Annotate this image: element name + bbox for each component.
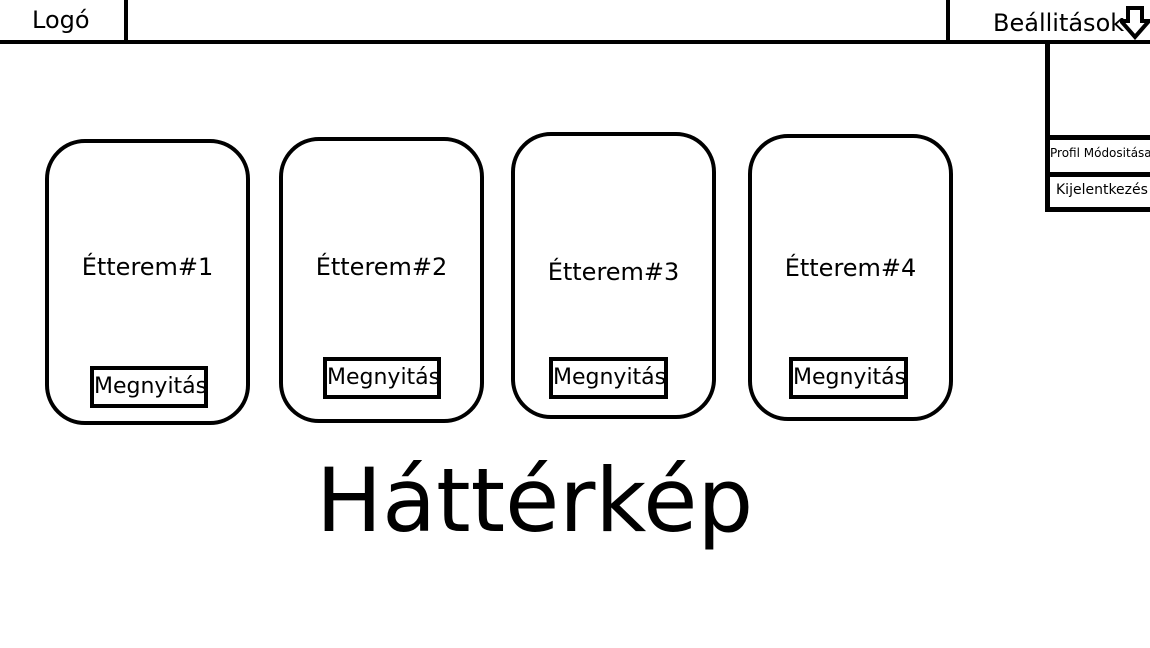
restaurant-card: Étterem#4 Megnyitás bbox=[748, 134, 953, 421]
open-button[interactable]: Megnyitás bbox=[789, 357, 908, 399]
logo[interactable]: Logó bbox=[0, 0, 128, 40]
settings-label: Beállitások bbox=[993, 9, 1125, 37]
open-button[interactable]: Megnyitás bbox=[549, 357, 668, 399]
arrow-down-icon bbox=[1116, 6, 1150, 41]
settings-dropdown: Profil Módositása Kijelentkezés bbox=[1045, 44, 1150, 212]
menu-item-logout[interactable]: Kijelentkezés bbox=[1050, 172, 1150, 204]
logo-label: Logó bbox=[32, 6, 90, 34]
restaurant-name: Étterem#1 bbox=[81, 253, 214, 281]
background-image-label: Háttérkép bbox=[316, 449, 754, 552]
header-bar bbox=[128, 0, 950, 40]
menu-item-label: Profil Módositása bbox=[1050, 146, 1150, 160]
settings-menu-button[interactable]: Beállitások bbox=[950, 0, 1150, 41]
open-button[interactable]: Megnyitás bbox=[323, 357, 441, 399]
restaurant-name: Étterem#2 bbox=[315, 253, 448, 281]
restaurant-card: Étterem#2 Megnyitás bbox=[279, 137, 484, 423]
restaurant-name: Étterem#3 bbox=[547, 258, 680, 286]
header-divider bbox=[0, 40, 1150, 44]
open-button[interactable]: Megnyitás bbox=[90, 366, 208, 408]
restaurant-name: Étterem#4 bbox=[784, 254, 917, 282]
restaurant-card: Étterem#3 Megnyitás bbox=[511, 132, 716, 419]
menu-item-edit-profile[interactable]: Profil Módositása bbox=[1050, 135, 1150, 167]
restaurant-card: Étterem#1 Megnyitás bbox=[45, 139, 250, 425]
menu-item-label: Kijelentkezés bbox=[1056, 182, 1148, 198]
